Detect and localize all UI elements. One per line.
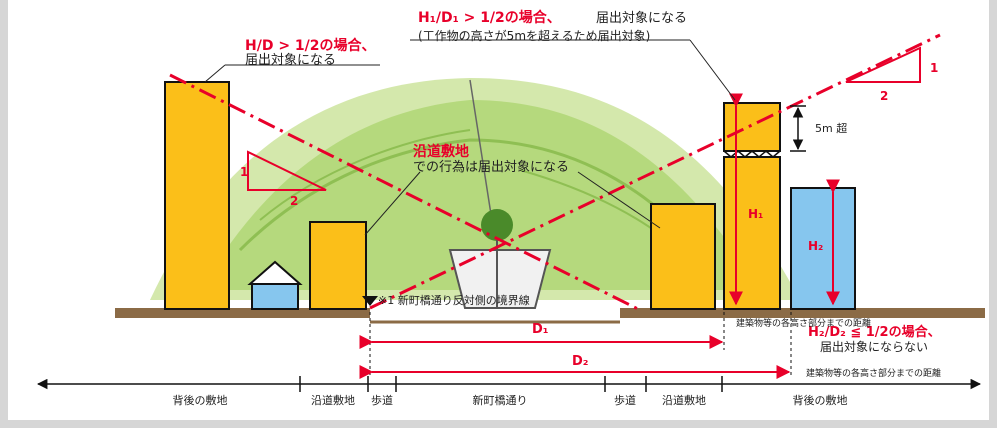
top-center-note-text: (工作物の高さが5mを超えるため届出対象) <box>418 28 650 43</box>
building-back-left <box>164 81 230 310</box>
right-red-text: H₂/D₂ ≦ 1/2の場合、 <box>808 324 941 340</box>
h2-label: H₂ <box>808 239 823 253</box>
label-roadside-right: 沿道敷地 <box>662 393 706 407</box>
d1-label: D₁ <box>532 322 549 337</box>
d2-label: D₂ <box>572 354 589 369</box>
ratio-left-b: 2 <box>290 194 298 208</box>
ratio-right-b: 2 <box>880 89 888 103</box>
bottom-labels: 背後の敷地 沿道敷地 歩道 新町橋通り 歩道 沿道敷地 背後の敷地 <box>173 393 848 407</box>
label-road: 新町橋通り <box>473 393 528 407</box>
height-5m-label: 5m 超 <box>815 121 847 135</box>
ratio-right-a: 1 <box>930 61 938 75</box>
boundary-note-text: ※1 新町橋通り反対側の境界線 <box>378 293 530 307</box>
right-black-text: 届出対象にならない <box>820 340 928 354</box>
left-red-text: H/D > 1/2の場合、 <box>245 37 376 54</box>
h1-label: H₁ <box>748 207 763 221</box>
street-tree <box>448 209 552 309</box>
distance-label-1: 建築物等の各高さ部分までの距離 <box>736 317 871 329</box>
building-roadside-right <box>650 203 716 310</box>
ratio-triangle-left: 1 2 <box>240 150 327 208</box>
building-roadside-left <box>309 221 367 310</box>
top-center-red-text: H₁/D₁ > 1/2の場合、 <box>418 9 561 26</box>
label-back-site-left: 背後の敷地 <box>173 393 228 407</box>
top-center-black-text: 届出対象になる <box>596 11 687 26</box>
site-dimension-line <box>36 376 982 392</box>
ratio-left-a: 1 <box>240 165 248 179</box>
ratio-triangle-right: 1 2 <box>845 46 938 103</box>
center-black-text: での行為は届出対象になる <box>413 159 569 175</box>
height-arrows: H₁ H₂ 5m 超 <box>729 93 847 306</box>
label-roadside-left: 沿道敷地 <box>311 393 355 407</box>
label-back-site-right: 背後の敷地 <box>793 393 848 407</box>
building-back-right-blue <box>790 187 856 310</box>
small-house <box>247 260 303 310</box>
leader-lines <box>204 39 736 236</box>
sight-lines <box>169 33 941 312</box>
label-sidewalk-right: 歩道 <box>614 393 636 407</box>
center-red-text: 沿道敷地 <box>413 143 469 160</box>
distance-label-2: 建築物等の各高さ部分までの距離 <box>806 367 941 379</box>
ground <box>115 308 985 324</box>
distance-arrows: D₁ D₂ <box>359 296 792 379</box>
left-black-text: 届出対象になる <box>245 53 336 68</box>
label-sidewalk-left: 歩道 <box>371 393 393 407</box>
